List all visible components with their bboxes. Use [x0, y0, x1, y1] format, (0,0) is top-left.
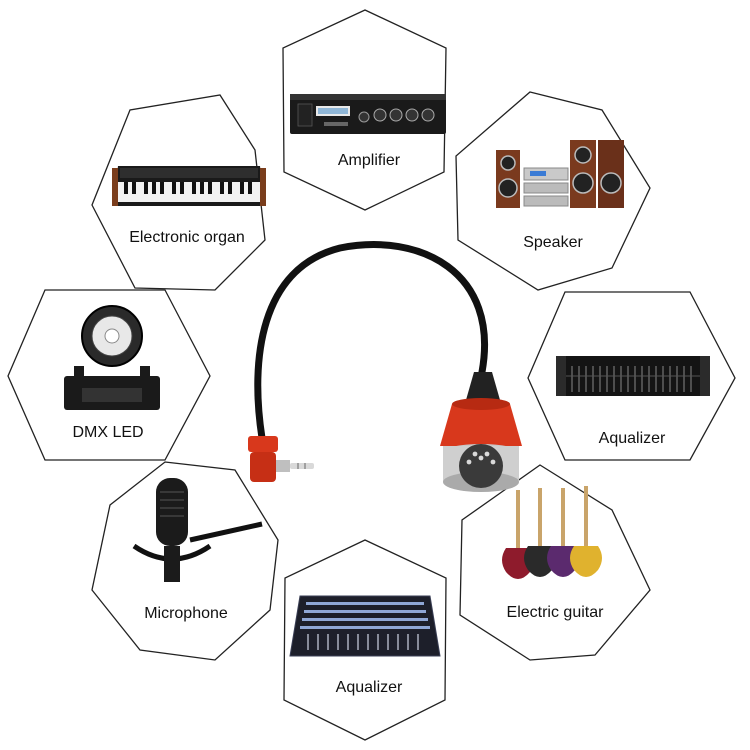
mixer-console-icon: [289, 595, 441, 657]
hexagon-microphone: [91, 461, 279, 661]
equalizer-rack-icon: [556, 356, 710, 396]
speaker-icon: [496, 140, 624, 208]
cable-wire: [254, 241, 488, 442]
keyboard-icon: [112, 166, 266, 206]
trs-plug-icon: [248, 436, 314, 482]
amplifier-icon: [290, 94, 446, 134]
hexagon-dmx-led: [7, 289, 211, 461]
label-electronic-organ: Electronic organ: [129, 229, 245, 246]
label-mixer: Aqualizer: [336, 679, 403, 696]
label-dmx-led: DMX LED: [72, 424, 143, 441]
device-labels: Amplifier Speaker Aqualizer Electric gui…: [72, 152, 666, 696]
label-equalizer-rack: Aqualizer: [599, 430, 666, 447]
label-speaker: Speaker: [523, 234, 583, 251]
din5-connector-icon: [440, 372, 522, 492]
label-microphone: Microphone: [144, 605, 228, 622]
microphone-icon: [132, 478, 263, 582]
label-electric-guitar: Electric guitar: [507, 604, 605, 621]
midi-to-3.5mm-cable: [248, 241, 522, 492]
label-amplifier: Amplifier: [338, 152, 401, 169]
electric-guitar-icon: [502, 486, 602, 579]
moving-head-light-icon: [64, 305, 160, 410]
